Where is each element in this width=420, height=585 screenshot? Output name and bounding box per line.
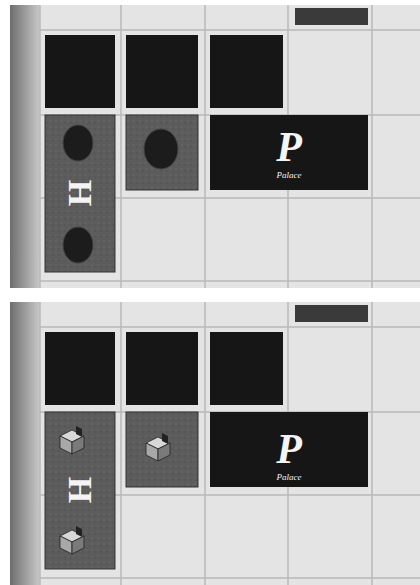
palace-tile: P Palace (210, 115, 368, 190)
board-bottom (10, 302, 420, 585)
tile-letter: H (63, 180, 97, 206)
tile-letter: P (276, 126, 302, 168)
tile-letter: P (276, 428, 302, 470)
hotel-tile: H (45, 457, 115, 523)
hotel-tile: H (45, 160, 115, 226)
tile-name: Palace (277, 171, 302, 180)
palace-tile: P Palace (210, 417, 368, 492)
tile-name: Palace (277, 473, 302, 482)
board-top (10, 5, 420, 288)
tile-letter: H (63, 477, 97, 503)
